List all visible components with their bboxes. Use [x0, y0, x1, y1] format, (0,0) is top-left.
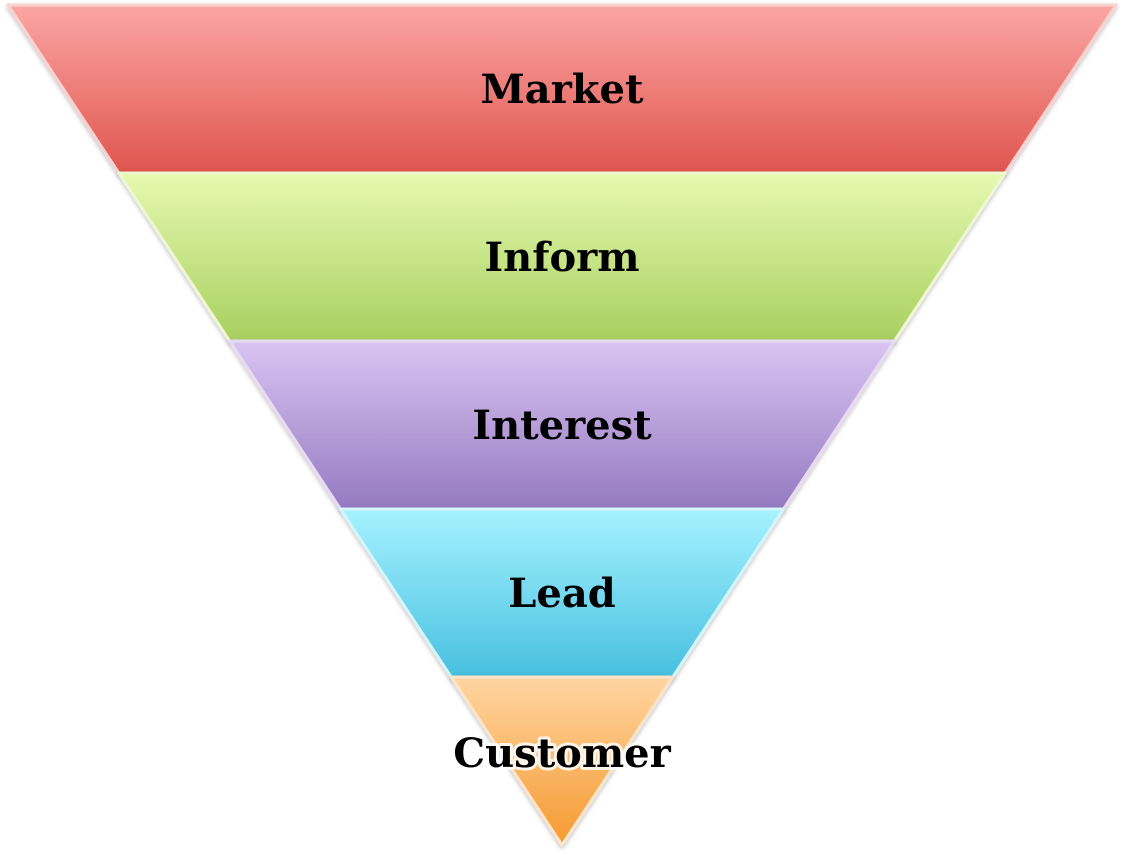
stage-label-market: Market [481, 66, 644, 113]
stage-label-customer: Customer [453, 730, 671, 777]
stage-label-lead: Lead [508, 570, 615, 617]
stage-label-inform: Inform [484, 234, 639, 281]
stage-label-interest: Interest [472, 402, 652, 449]
funnel-band-customer [449, 675, 675, 847]
stage-label-glow: Customer [453, 730, 671, 777]
funnel-bands [6, 3, 1118, 847]
